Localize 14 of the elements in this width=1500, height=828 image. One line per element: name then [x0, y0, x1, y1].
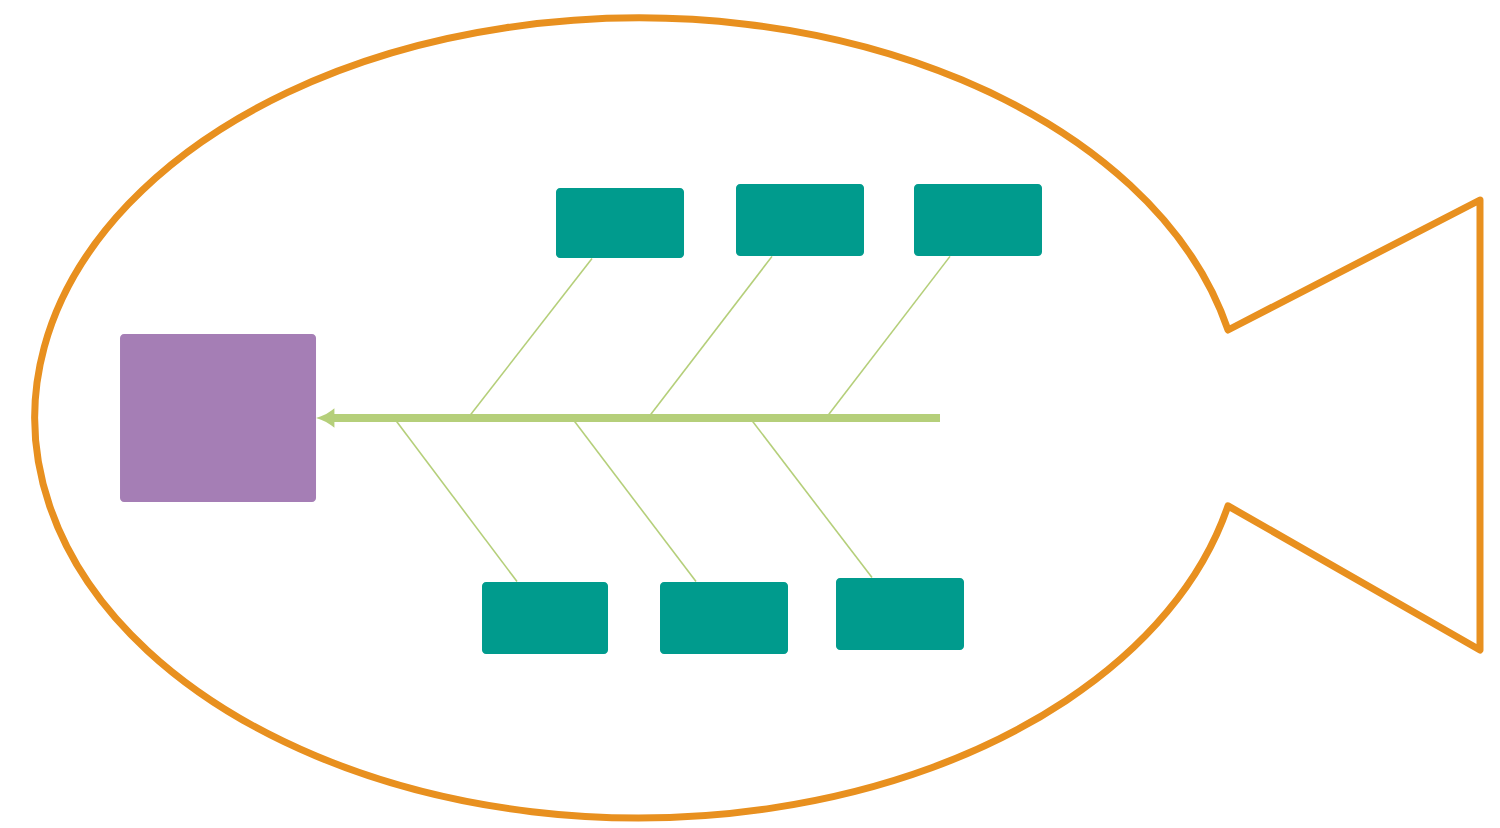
- cause-box: [836, 578, 964, 650]
- bone-line: [825, 255, 951, 419]
- bone-line: [749, 417, 873, 579]
- cause-box: [660, 582, 788, 654]
- bone-line: [647, 255, 773, 419]
- cause-box: [556, 188, 684, 258]
- bone-line: [467, 257, 593, 419]
- cause-box: [482, 582, 608, 654]
- bone-line: [393, 417, 518, 583]
- cause-box: [914, 184, 1042, 256]
- arrow: [319, 410, 940, 426]
- head-box: [120, 334, 316, 502]
- bone-line: [571, 417, 697, 583]
- cause-box: [736, 184, 864, 256]
